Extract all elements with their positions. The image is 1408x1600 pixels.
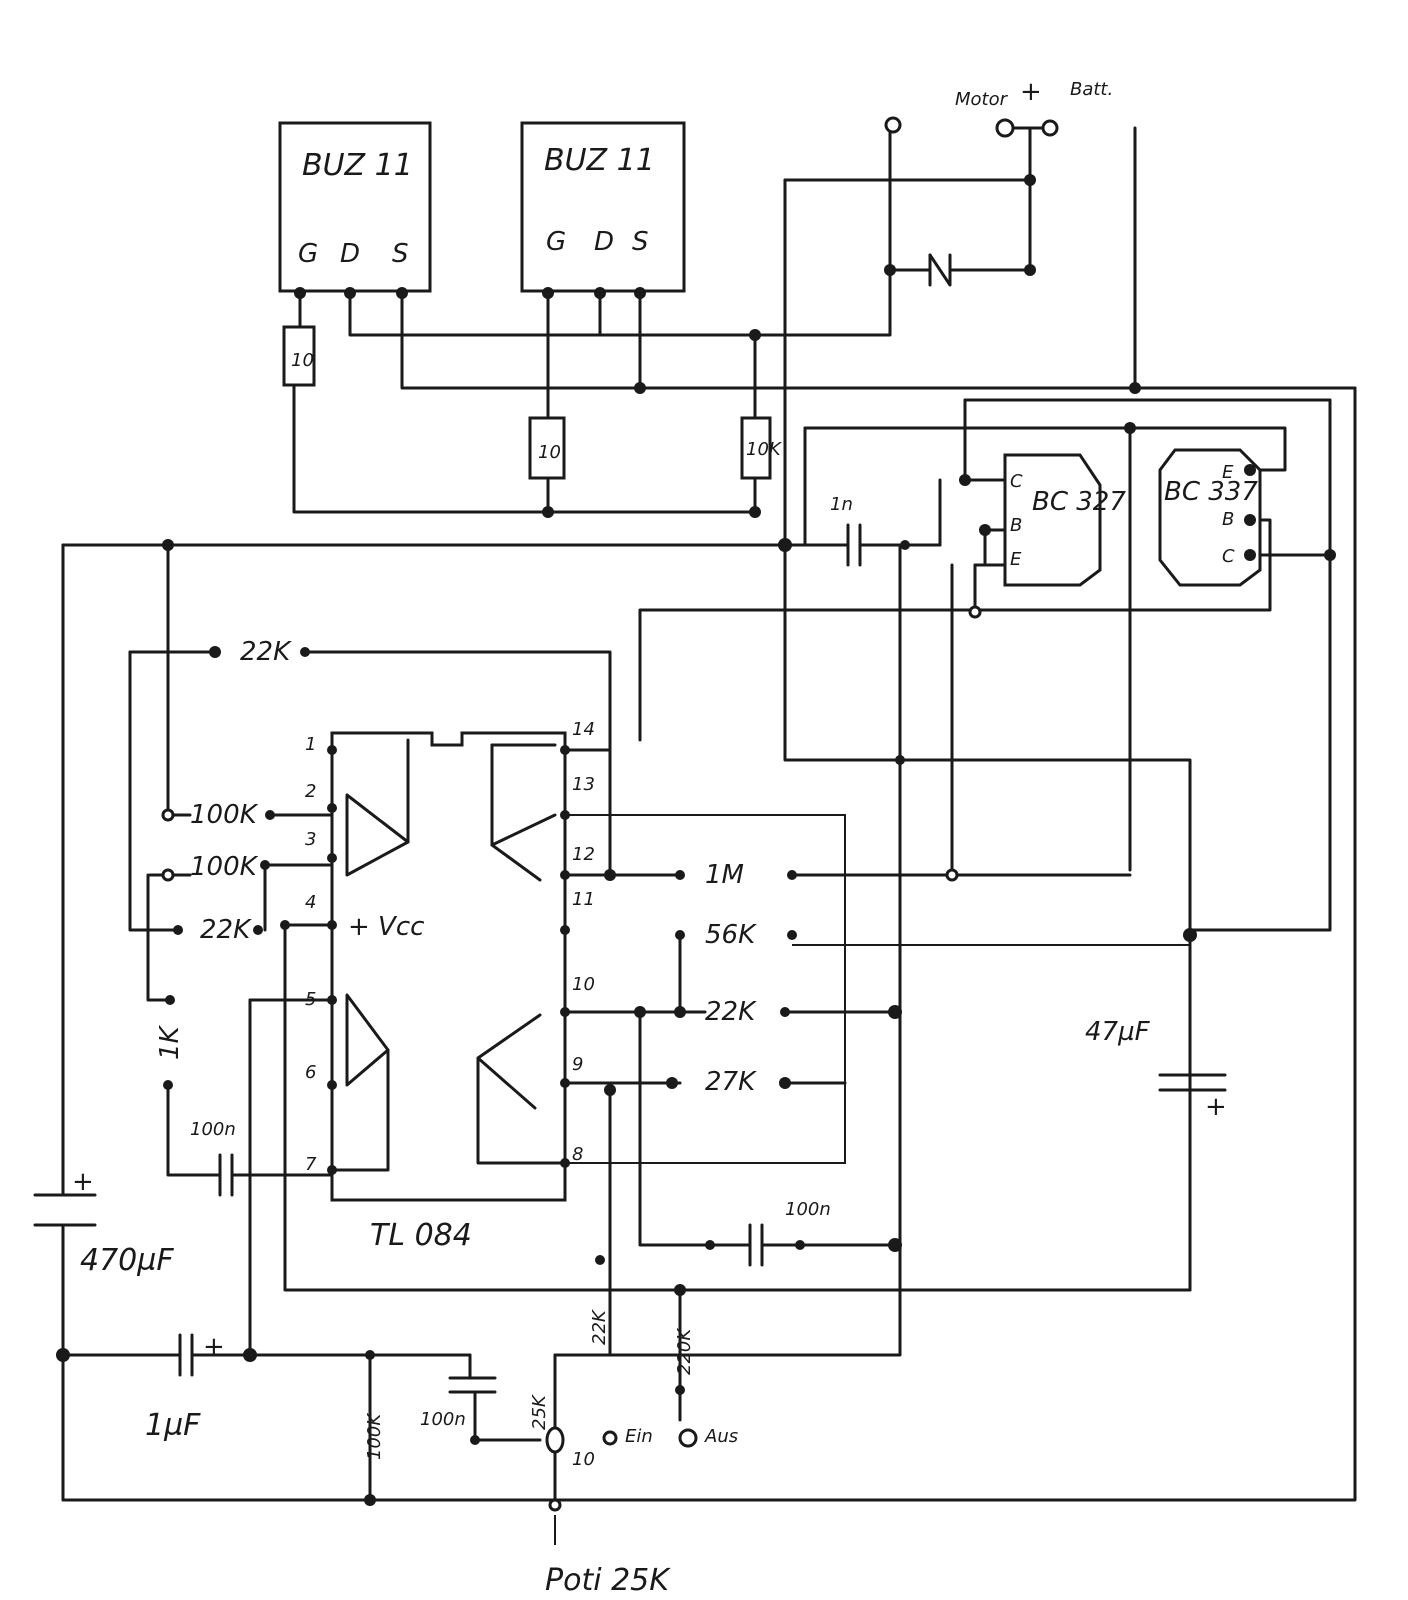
pin-7: 7 [305, 1154, 317, 1175]
resistor-100k-bottom-label: 100K [364, 1413, 385, 1460]
poti-label: Poti 25K [545, 1563, 671, 1598]
driver-wiring [638, 398, 1336, 932]
pin-10: 10 [572, 974, 595, 995]
resistor-27k-label: 27K [705, 1067, 757, 1097]
transistor-bc337: BC 337 E B C [1158, 448, 1262, 587]
mosfet-2-pin-d: D [594, 227, 614, 257]
bc327-pin-b: B [1010, 515, 1022, 536]
mosfet-1-pin-g: G [298, 239, 318, 269]
bc337-pin-e: E [1222, 462, 1234, 483]
pot-sub-label: 10 [572, 1449, 595, 1470]
bc327-label: BC 327 [1032, 487, 1126, 517]
output-network: 1M 56K 22K 27K 100n [553, 543, 1227, 1357]
opamp-name: TL 084 [370, 1218, 472, 1253]
bc337-pin-b: B [1222, 509, 1234, 530]
switch-label-aus: Aus [704, 1426, 738, 1447]
resistor-1m-label: 1M [705, 860, 744, 890]
capacitor-100n-bottom-label: 100n [420, 1409, 466, 1430]
motor-label: Motor [955, 89, 1009, 110]
mosfet-1-pin-d: D [340, 239, 360, 269]
resistor-1k-label: 1K [155, 1024, 185, 1060]
input-network: 22K 100K 100K 22K 1K 100n [128, 543, 612, 1197]
bc327-pin-c: C [1010, 471, 1023, 492]
capacitor-47uf-label: 47µF [1085, 1017, 1151, 1047]
resistor-gate-1-label: 10 [291, 350, 314, 371]
resistor-220k-label: 220K [674, 1328, 695, 1375]
switch-label-ein: Ein [625, 1426, 653, 1447]
capacitor-100n-7-label: 100n [190, 1119, 236, 1140]
transistor-bc327: C B E BC 327 [1003, 453, 1126, 587]
opamp-tl084: 1 2 3 4 5 6 7 8 9 10 11 12 13 14 + Vcc T… [305, 719, 595, 1253]
pin-3: 3 [305, 829, 316, 850]
resistor-22k-bottom-label: 22K [589, 1309, 610, 1345]
resistor-56k-label: 56K [705, 920, 757, 950]
capacitor-1n-label: 1n [830, 494, 853, 515]
mosfet-2: BUZ 11 G D S [520, 121, 686, 293]
resistor-22k-10-label: 22K [705, 997, 757, 1027]
pin-14: 14 [572, 719, 595, 740]
capacitor-470uf-label: 470µF [80, 1243, 174, 1278]
mosfet-1-pin-s: S [392, 239, 409, 269]
resistor-22k-4-label: 22K [200, 915, 252, 945]
left-rail: + 470µF [33, 386, 1357, 1502]
pin-8: 8 [572, 1144, 583, 1165]
capacitor-1n: 1n [778, 178, 942, 567]
pin-2: 2 [305, 781, 316, 802]
bc327-pin-e: E [1010, 549, 1022, 570]
motor-terminals: Motor + Batt. [783, 77, 1141, 394]
pin-13: 13 [572, 774, 595, 795]
mosfet-wiring [292, 128, 1357, 518]
resistor-gate-2: 10 [528, 416, 566, 480]
pot-value-label: 25K [529, 1394, 550, 1430]
pin-9: 9 [572, 1054, 583, 1075]
resistor-10k-vertical: 10K [740, 416, 782, 480]
resistor-10k-label: 10K [746, 439, 782, 460]
resistor-gate-1: 10 [282, 325, 316, 387]
motor-plus: + [1020, 77, 1042, 107]
mosfet-2-pin-s: S [632, 227, 649, 257]
resistor-gate-2-label: 10 [538, 442, 561, 463]
mosfet-2-pin-g: G [546, 227, 566, 257]
bc337-label: BC 337 [1164, 477, 1258, 507]
capacitor-1uf-label: 1µF [145, 1408, 201, 1443]
pin-6: 6 [305, 1062, 316, 1083]
battery-label: Batt. [1070, 79, 1113, 100]
resistor-100k-3-label: 100K [190, 852, 259, 882]
capacitor-100n-10-label: 100n [785, 1199, 831, 1220]
mosfet-2-label: BUZ 11 [544, 143, 655, 178]
pin-1: 1 [305, 734, 316, 755]
bc337-pin-c: C [1222, 546, 1235, 567]
pin-4: 4 [305, 892, 316, 913]
c470-plus: + [72, 1167, 94, 1197]
c1uf-plus: + [203, 1332, 225, 1362]
mosfet-1-label: BUZ 11 [302, 148, 413, 183]
pin-11: 11 [572, 889, 595, 910]
c47-plus: + [1205, 1092, 1227, 1122]
bottom-section: + 1µF 100K 100n 22K 220K 25K 10 Ein Aus … [56, 1288, 738, 1598]
mosfet-1: BUZ 11 G D S [278, 121, 432, 293]
resistor-22k-top-label: 22K [240, 637, 292, 667]
pin-12: 12 [572, 844, 595, 865]
resistor-100k-2-label: 100K [190, 800, 259, 830]
opamp-vcc-label: + Vcc [348, 912, 424, 942]
